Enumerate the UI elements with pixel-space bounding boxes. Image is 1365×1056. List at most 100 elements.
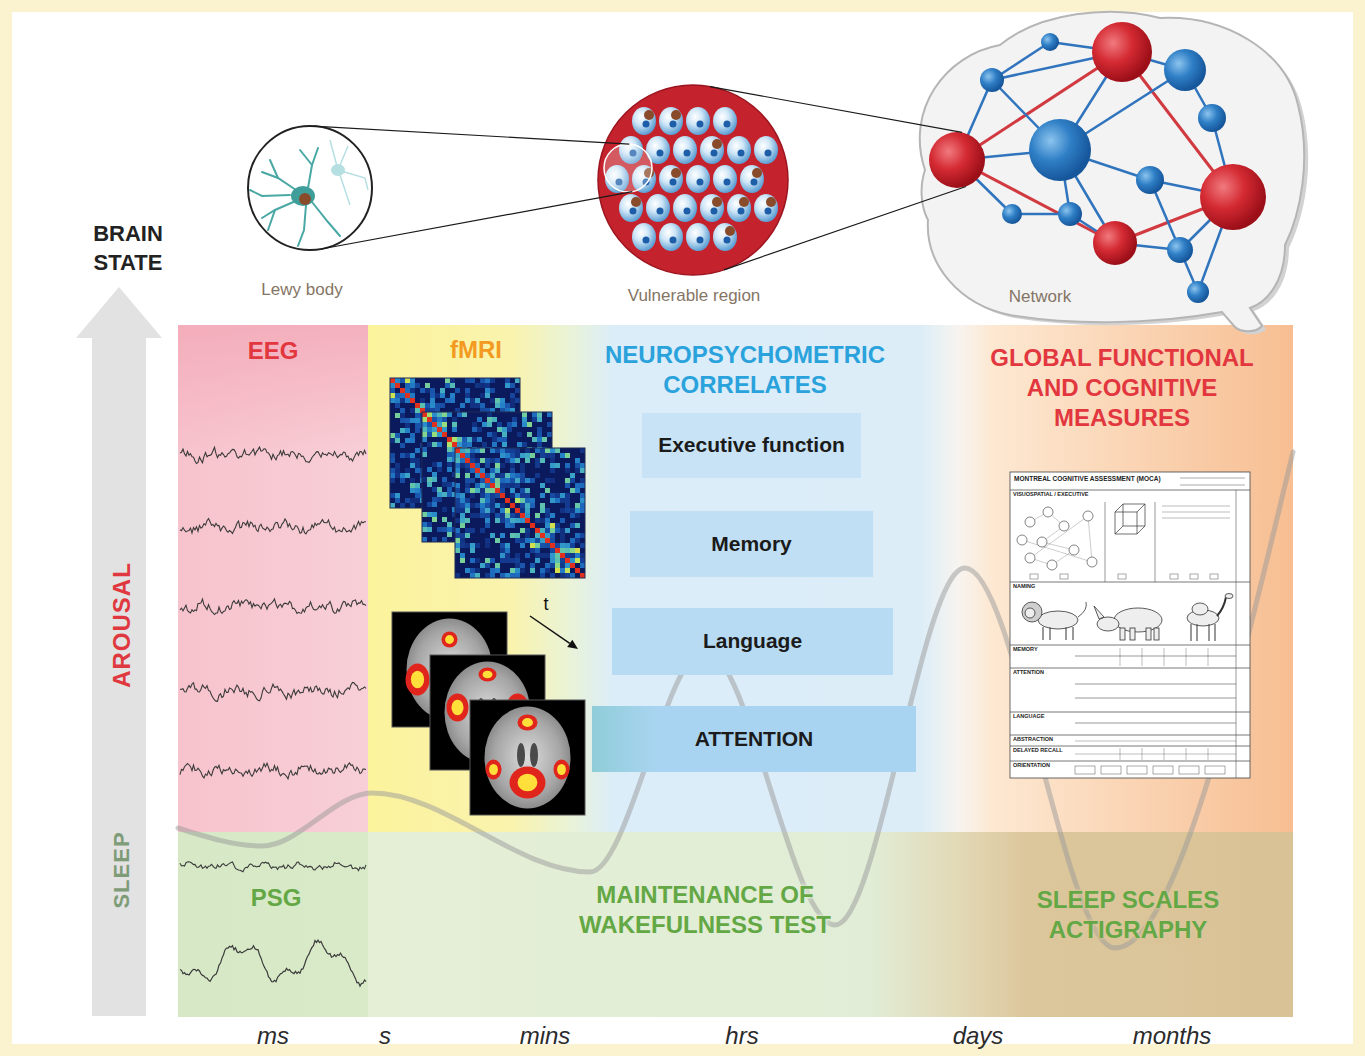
- matrix-cell: [470, 568, 475, 573]
- matrix-cell: [455, 453, 460, 458]
- neuropsych-panel: NEUROPSYCHOMETRIC CORRELATESExecutive fu…: [590, 325, 960, 832]
- matrix-cell: [432, 432, 437, 437]
- matrix-cell: [500, 493, 505, 498]
- matrix-cell: [505, 383, 510, 388]
- matrix-cell: [532, 437, 537, 442]
- matrix-cell: [480, 458, 485, 463]
- matrix-cell: [480, 483, 485, 488]
- matrix-cell: [505, 483, 510, 488]
- matrix-cell: [470, 458, 475, 463]
- matrix-cell: [485, 458, 490, 463]
- brain-outline: [920, 12, 1304, 331]
- matrix-cell: [565, 498, 570, 503]
- matrix-cell: [395, 498, 400, 503]
- matrix-cell: [475, 458, 480, 463]
- matrix-cell: [457, 412, 462, 417]
- matrix-cell: [565, 483, 570, 488]
- matrix-cell: [535, 518, 540, 523]
- matrix-cell: [437, 432, 442, 437]
- matrix-cell: [570, 513, 575, 518]
- psg-band: PSG: [178, 832, 368, 1017]
- moca-form: [1010, 472, 1250, 778]
- matrix-cell: [515, 563, 520, 568]
- matrix-cell: [500, 513, 505, 518]
- matrix-cell: [465, 483, 470, 488]
- lewy-body-dot: [644, 110, 654, 120]
- matrix-cell: [442, 432, 447, 437]
- matrix-cell: [415, 448, 420, 453]
- matrix-cell: [532, 412, 537, 417]
- matrix-cell: [570, 473, 575, 478]
- matrix-cell: [550, 553, 555, 558]
- matrix-cell: [445, 398, 450, 403]
- matrix-cell: [485, 473, 490, 478]
- matrix-cell: [390, 473, 395, 478]
- matrix-cell: [440, 403, 445, 408]
- matrix-cell: [475, 543, 480, 548]
- matrix-cell: [485, 523, 490, 528]
- cell: [673, 136, 697, 164]
- matrix-cell: [507, 422, 512, 427]
- matrix-cell: [545, 448, 550, 453]
- matrix-cell: [500, 503, 505, 508]
- zoom-circle-ground: [248, 126, 372, 250]
- matrix-cell: [490, 458, 495, 463]
- score-box: [1153, 766, 1173, 774]
- matrix-cell: [395, 393, 400, 398]
- matrix-cell: [540, 453, 545, 458]
- matrix-cell: [415, 413, 420, 418]
- trail-circle: [1083, 511, 1093, 521]
- matrix-cell: [395, 468, 400, 473]
- matrix-cell: [430, 388, 435, 393]
- form-section: ATTENTION: [1013, 670, 1044, 676]
- matrix-cell: [437, 467, 442, 472]
- axis-arrow-shape: [76, 287, 162, 1016]
- matrix-cell: [457, 437, 462, 442]
- matrix-cell: [522, 412, 527, 417]
- score-box: [1101, 766, 1121, 774]
- matrix-cell: [470, 543, 475, 548]
- network-hub: [980, 68, 1004, 92]
- form-rule: [1105, 502, 1106, 582]
- matrix-cell: [462, 442, 467, 447]
- matrix-cell: [480, 403, 485, 408]
- matrix-cell: [500, 448, 505, 453]
- matrix-cell: [475, 468, 480, 473]
- matrix-cell: [545, 478, 550, 483]
- matrix-cell: [410, 458, 415, 463]
- matrix-cell: [470, 448, 475, 453]
- matrix-cell: [500, 533, 505, 538]
- activation-blob: [510, 767, 546, 799]
- matrix-cell: [495, 513, 500, 518]
- form-section: ABSTRACTION: [1013, 737, 1053, 743]
- matrix-cell: [395, 473, 400, 478]
- matrix-cell: [510, 493, 515, 498]
- activation-core: [522, 718, 533, 727]
- matrix-cell: [515, 453, 520, 458]
- lewy-body-dot: [671, 168, 681, 178]
- form-rule: [1142, 648, 1143, 666]
- matrix-cell: [490, 508, 495, 513]
- matrix-cell: [580, 503, 585, 508]
- activation-blob: [442, 632, 458, 648]
- matrix-cell: [460, 508, 465, 513]
- matrix-cell: [490, 448, 495, 453]
- matrix-cell: [395, 413, 400, 418]
- matrix-cell: [390, 478, 395, 483]
- lewy-body-dot: [752, 168, 762, 178]
- matrix-cell: [510, 383, 515, 388]
- matrix-cell: [447, 442, 452, 447]
- matrix-cell: [422, 477, 427, 482]
- matrix-cell: [415, 493, 420, 498]
- matrix-cell: [550, 453, 555, 458]
- matrix-cell: [510, 468, 515, 473]
- matrix-cell: [575, 483, 580, 488]
- band-heading: SLEEP SCALES ACTIGRAPHY: [1028, 885, 1228, 945]
- form-rule: [1075, 741, 1236, 742]
- matrix-cell: [520, 503, 525, 508]
- axis-label: SLEEP: [108, 760, 136, 980]
- matrix-cell: [487, 417, 492, 422]
- activation-core: [489, 764, 498, 775]
- matrix-cell: [485, 558, 490, 563]
- cell-nucleus: [630, 208, 637, 215]
